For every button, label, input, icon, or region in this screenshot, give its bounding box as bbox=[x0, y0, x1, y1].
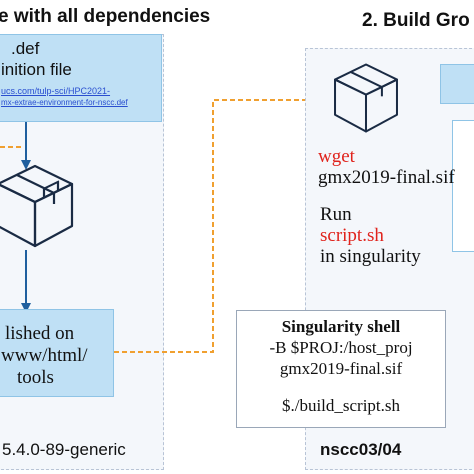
in-singularity-label: in singularity bbox=[320, 246, 421, 267]
shell-sif-file: gmx2019-final.sif bbox=[279, 359, 403, 378]
publish-box: lished on www/html/ tools bbox=[0, 309, 114, 397]
wget-label: wget bbox=[318, 146, 355, 167]
def-file-link-line2[interactable]: mx-extrae-environment-for-nscc.def bbox=[1, 98, 128, 107]
def-file-link-line1[interactable]: ucs.com/tulp-sci/HPC2021- bbox=[1, 86, 111, 96]
shell-bind-option: -B $PROJ:/host_proj bbox=[269, 338, 413, 357]
publish-line2: www/html/ bbox=[1, 345, 88, 366]
container-box-icon bbox=[334, 63, 398, 133]
left-footer-os-version: 5.4.0-89-generic bbox=[2, 440, 126, 459]
script-sh-label: script.sh bbox=[320, 225, 384, 246]
right-panel-title: 2. Build Gro bbox=[362, 10, 470, 31]
def-to-build-arrowhead bbox=[21, 160, 31, 170]
sif-filename: gmx2019-final.sif bbox=[318, 167, 455, 188]
right-outline-box bbox=[452, 120, 474, 252]
container-box-icon bbox=[0, 164, 74, 248]
definition-file-label: inition file bbox=[1, 60, 72, 79]
definition-file-box: .def inition file ucs.com/tulp-sci/HPC20… bbox=[0, 34, 162, 122]
right-footer-host: nscc03/04 bbox=[320, 440, 402, 459]
right-blue-box bbox=[440, 64, 474, 104]
shell-build-command: $./build_script.sh bbox=[281, 396, 401, 415]
def-extension-label: .def bbox=[11, 39, 40, 58]
singularity-shell-box: Singularity shell -B $PROJ:/host_proj gm… bbox=[236, 310, 446, 428]
left-panel-title: e with all dependencies bbox=[0, 6, 211, 27]
shell-box-title: Singularity shell bbox=[281, 317, 401, 336]
run-label: Run bbox=[320, 204, 352, 225]
publish-line3: tools bbox=[17, 367, 54, 388]
publish-to-wget-orange-line bbox=[114, 99, 318, 353]
build-to-publish-arrowhead bbox=[21, 303, 31, 313]
publish-line1: lished on bbox=[5, 323, 75, 344]
